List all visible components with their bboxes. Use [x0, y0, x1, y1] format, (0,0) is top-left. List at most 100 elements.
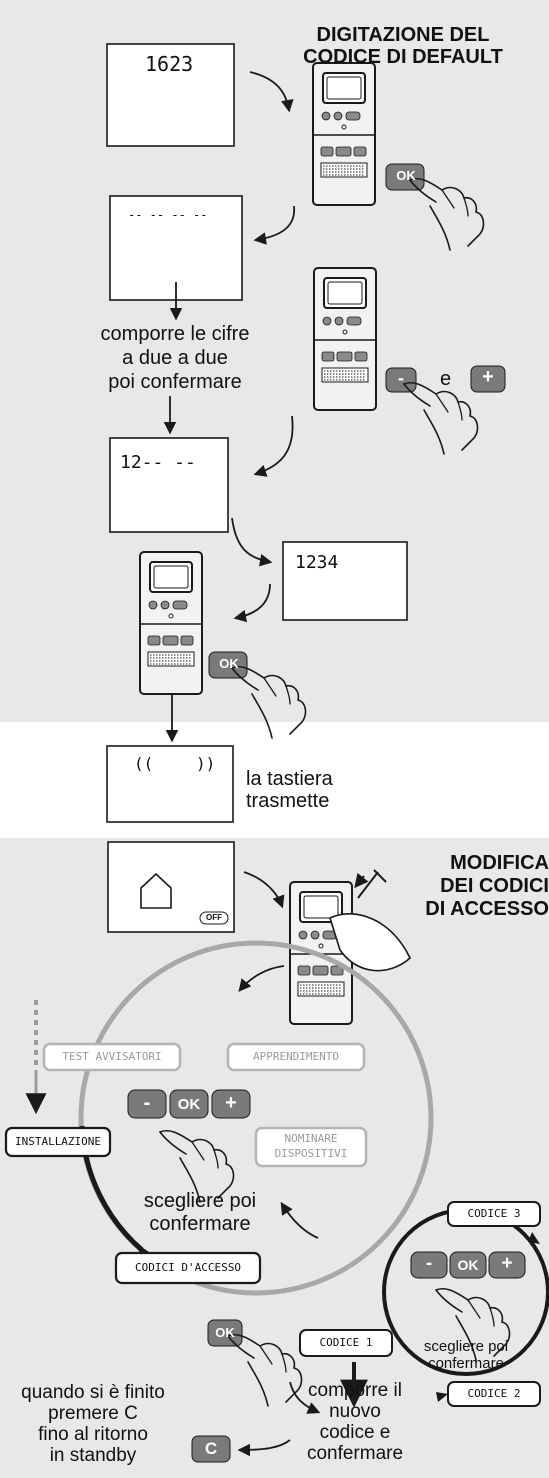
arrow-to-compose: [289, 1381, 321, 1414]
arrow-to-keypad-3: [233, 583, 271, 623]
screen-partial: [109, 437, 229, 533]
minus-button-1: [385, 367, 417, 393]
code2: CODICE 2: [467, 1387, 521, 1400]
choose-small-line1: scegliere poi: [423, 1338, 509, 1355]
plus-button-3: [488, 1251, 526, 1279]
screen-full: [282, 541, 408, 621]
code-arrowhead-top: [528, 1232, 540, 1244]
exit-line4: in standby: [49, 1445, 137, 1466]
code1-box: [299, 1329, 393, 1357]
arrow-back-to-menu: [280, 1201, 319, 1239]
panel-top: [0, 0, 549, 722]
minus-button-3: [410, 1251, 448, 1279]
compose-line4: confermare: [306, 1443, 404, 1464]
code-arrowhead-bottom: [436, 1392, 448, 1402]
transmit-line1: la tastiera: [246, 768, 333, 790]
ok-button-3: [169, 1089, 209, 1119]
arrow-to-partial: [253, 415, 294, 477]
compose-line3: codice e: [319, 1422, 391, 1443]
c-button-label: C: [204, 1439, 218, 1458]
keypad-2: [313, 267, 377, 411]
choose-confirm: scegliere poi confermare: [110, 1190, 290, 1236]
plus-button-2: [211, 1089, 251, 1119]
instruction-compose: comporre le cifre a due a due poi confer…: [60, 322, 290, 394]
section2-title-line3: DI ACCESSO: [425, 898, 549, 920]
ok-label-3: OK: [177, 1096, 201, 1113]
plus-label-1: +: [482, 366, 494, 388]
screen-default-code: [106, 43, 235, 147]
pen-arrow: [354, 872, 369, 889]
code3-box: [447, 1201, 541, 1227]
home-icon: [140, 872, 172, 909]
choose-line2: confermare: [149, 1213, 251, 1235]
section1-title-line2: CODICE DI DEFAULT: [303, 46, 503, 68]
section1-title: DIGITAZIONE DEL CODICE DI DEFAULT: [268, 24, 538, 68]
menu-test-box: [42, 1042, 182, 1072]
transmit-right: )): [196, 754, 216, 773]
off-badge-shape: [199, 911, 229, 925]
exit-line2: premere C: [48, 1403, 138, 1424]
section2-title-line2: DEI CODICI: [440, 875, 549, 897]
writing-hand-icon: [329, 913, 411, 972]
menu-name-box: [254, 1126, 368, 1168]
transmit-label: la tastiera trasmette: [246, 768, 333, 812]
ok-label-5: OK: [457, 1257, 479, 1273]
arrow-to-c: [237, 1439, 291, 1457]
keypad-1: [312, 62, 376, 206]
menu-name-line2: DISPOSITIVI: [274, 1147, 348, 1160]
section2-title-line1: MODIFICA: [450, 852, 549, 874]
keypad-3: [139, 551, 203, 695]
screen-default-text: 1623: [145, 52, 194, 76]
instruction-line1: comporre le cifre: [100, 323, 250, 345]
menu-codes-box: [114, 1251, 262, 1285]
choose-confirm-small: scegliere poi confermare: [404, 1338, 528, 1372]
menu-test: TEST AVVISATORI: [62, 1050, 162, 1063]
code3: CODICE 3: [467, 1207, 521, 1220]
compose-line1: comporre il: [308, 1380, 402, 1401]
ok-label-1: OK: [396, 168, 416, 183]
exit-line1: quando si è finito: [21, 1382, 165, 1403]
transmit-left: ((: [134, 754, 154, 773]
off-badge: OFF: [206, 913, 222, 922]
transmit-line2: trasmette: [246, 790, 330, 812]
ok-button-1: [385, 163, 425, 191]
menu-codes: CODICI D'ACCESSO: [135, 1261, 241, 1274]
ok-label-2: OK: [219, 656, 239, 671]
section2-title: MODIFICA DEI CODICI DI ACCESSO: [368, 852, 549, 921]
minus-button-2: [127, 1089, 167, 1119]
section1-title-line1: DIGITAZIONE DEL: [316, 24, 490, 46]
instruction-line3: poi confermare: [108, 371, 242, 393]
arrow-to-keypad-4: [243, 871, 285, 909]
and-label: e: [440, 368, 452, 390]
plus-button-1: [470, 365, 506, 393]
compose-line2: nuovo: [329, 1401, 381, 1422]
menu-name: NOMINARE DISPOSITIVI: [256, 1131, 366, 1161]
menu-install-box: [4, 1126, 112, 1158]
instruction-line2: a due a due: [122, 347, 228, 369]
choose-small-line2: confermare: [428, 1355, 504, 1372]
menu-learning: APPRENDIMENTO: [252, 1050, 340, 1063]
arrow-to-dashes: [253, 205, 295, 245]
compose-new-code: comporre il nuovo codice e confermare: [290, 1380, 420, 1464]
menu-name-line1: NOMINARE: [284, 1132, 338, 1145]
screen-dashes-text: -- -- -- --: [128, 208, 208, 222]
menu-learning-box: [226, 1042, 366, 1072]
screen-transmit: [106, 745, 234, 823]
ok-button-4: [207, 1319, 243, 1347]
screen-partial-text: 12-- --: [120, 452, 196, 473]
menu-install: INSTALLAZIONE: [14, 1135, 102, 1148]
arrow-to-keypad-1: [249, 71, 294, 113]
ok-label-4: OK: [215, 1325, 235, 1340]
menu-circle: [78, 940, 434, 1296]
code1: CODICE 1: [319, 1336, 373, 1349]
minus-label-1: -: [398, 368, 404, 388]
arrow-to-full: [231, 517, 273, 567]
exit-instruction: quando si è finito premere C fino al rit…: [4, 1382, 182, 1466]
plus-label-3: +: [501, 1253, 513, 1274]
plus-label-2: +: [225, 1092, 237, 1114]
minus-label-3: -: [425, 1253, 433, 1274]
ok-button-2: [208, 651, 248, 679]
c-button-shape: [191, 1435, 231, 1463]
